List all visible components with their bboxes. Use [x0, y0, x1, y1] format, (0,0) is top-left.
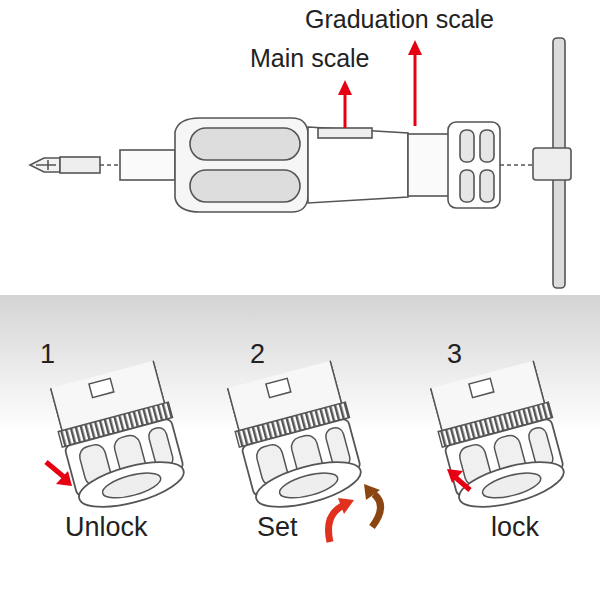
arrow-head [56, 471, 72, 486]
step-label: lock [491, 513, 539, 543]
dashed-line [100, 164, 120, 166]
t-handle-block [533, 148, 571, 180]
turn-arrow [329, 506, 343, 542]
bit-shank [60, 157, 100, 173]
grip-groove [190, 170, 300, 202]
scale-body [308, 127, 408, 203]
front-grip [175, 118, 308, 212]
neck [408, 134, 450, 196]
knob-lock [427, 360, 571, 517]
step-label: Set [257, 513, 298, 543]
unlock-arrow [46, 462, 64, 477]
main-scale-window [318, 128, 372, 138]
background-band [0, 295, 600, 600]
pointer-arrow [344, 92, 347, 128]
cap-slot [460, 170, 474, 202]
bit-tip [30, 158, 60, 172]
cap-slot [460, 130, 474, 162]
cap-slot [480, 130, 494, 162]
dashed-line [500, 164, 535, 166]
arrow-head [364, 484, 380, 500]
step-number: 1 [40, 340, 55, 370]
step-label: Unlock [65, 513, 148, 543]
step-number: 3 [447, 340, 462, 370]
screwdriver [30, 38, 571, 288]
step-number: 2 [250, 340, 265, 370]
scale-label: Main scale [250, 45, 370, 73]
pointer-arrow [414, 52, 417, 126]
knob-set [224, 360, 368, 517]
arrow-head [338, 498, 354, 514]
arrow-head [408, 40, 422, 55]
arrow-head [447, 469, 463, 483]
adjust-cap [448, 122, 500, 208]
bit-cross [36, 160, 56, 170]
step-arrows [46, 462, 470, 542]
scale-label: Graduation scale [305, 6, 494, 34]
turn-arrow [372, 494, 381, 527]
knob-unlock [47, 360, 191, 517]
shaft [120, 150, 175, 180]
lock-arrow [455, 477, 470, 490]
arrow-head [338, 80, 352, 95]
grip-groove [190, 128, 300, 160]
cap-slot [480, 170, 494, 202]
